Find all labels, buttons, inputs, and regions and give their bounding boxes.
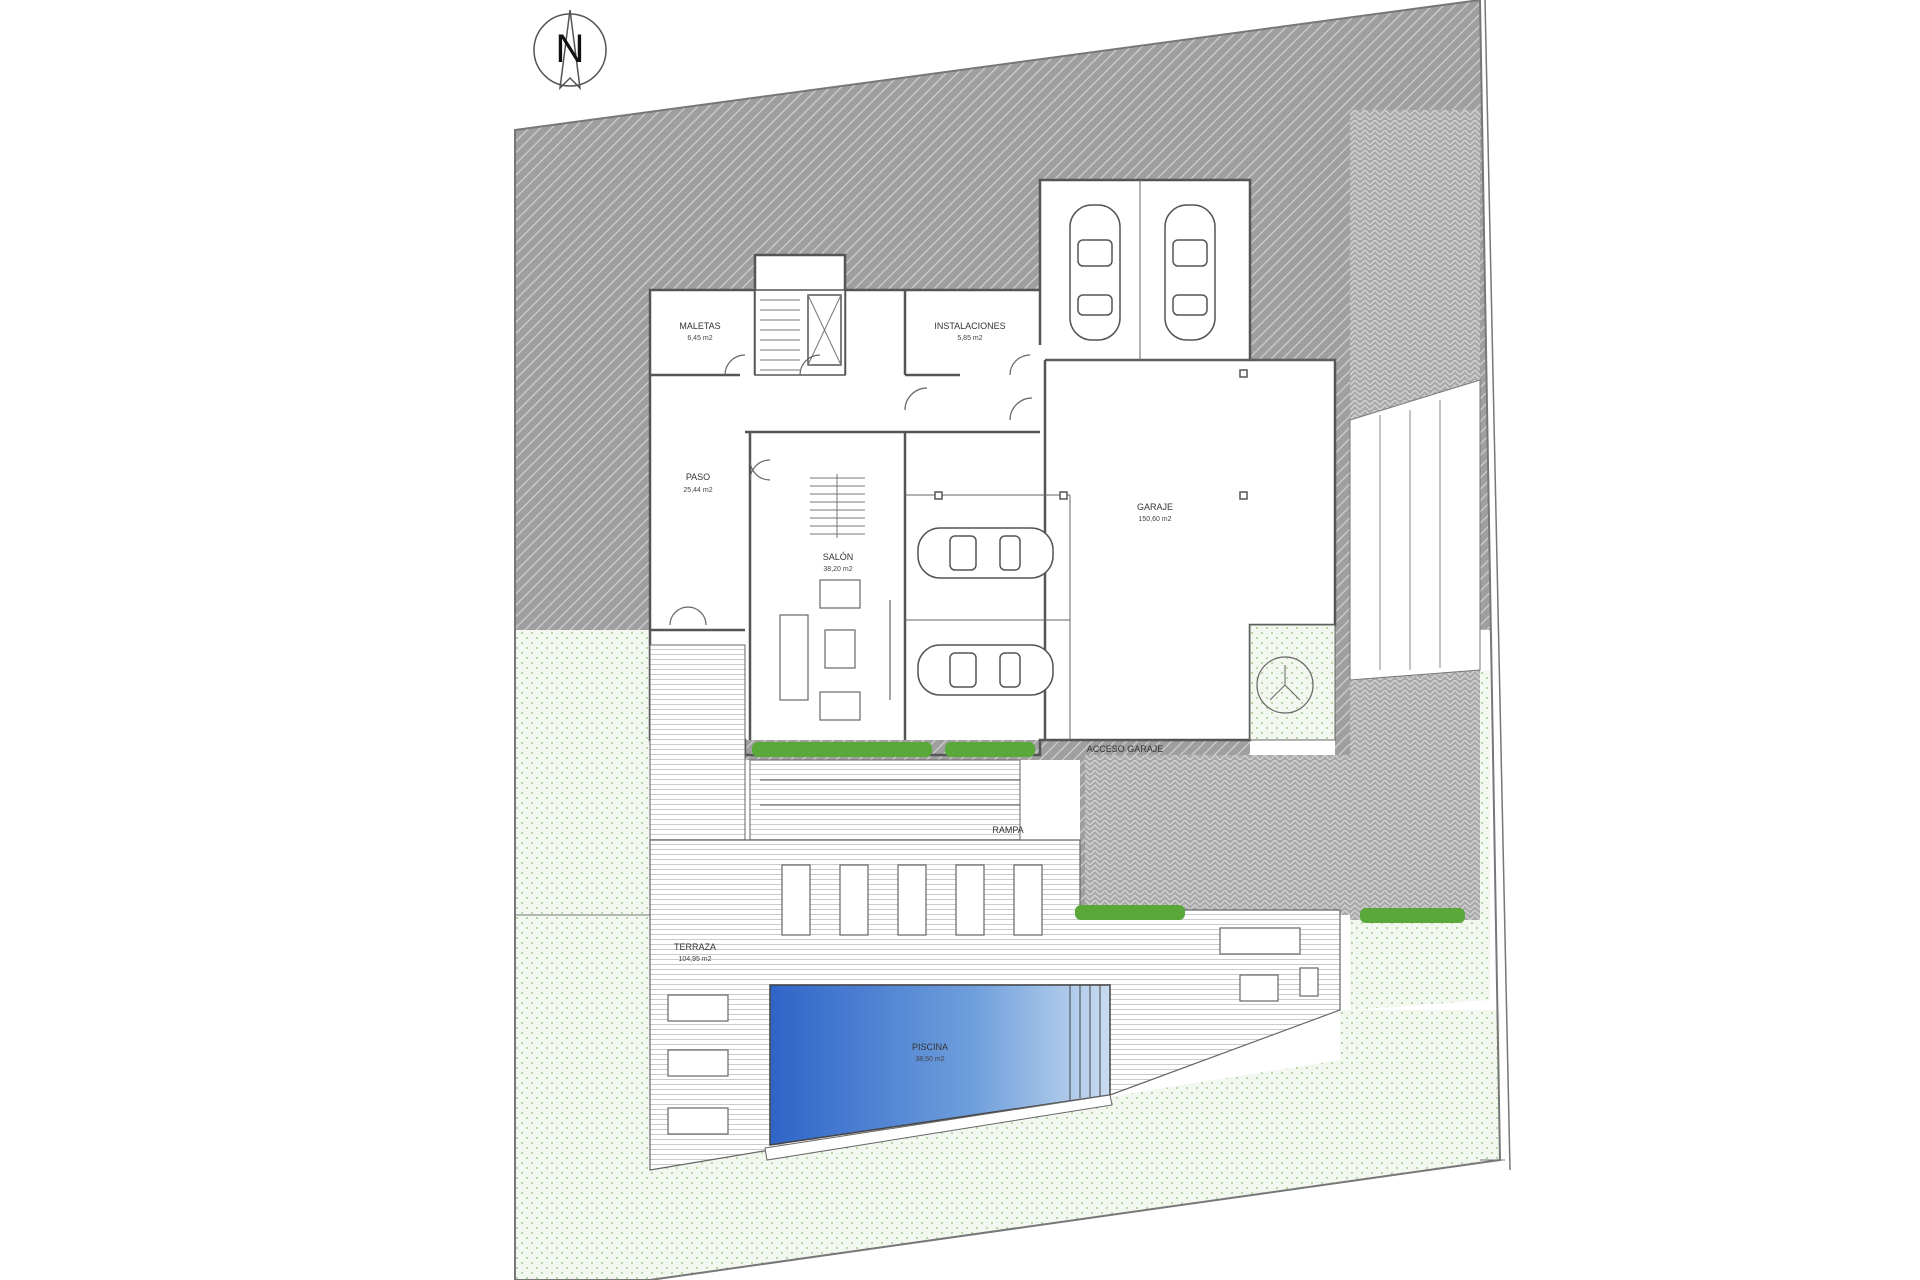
- sunbed-3: [897, 864, 927, 936]
- door-entrance: [669, 606, 707, 626]
- column-4: [934, 491, 943, 500]
- outdoor-table: [1239, 974, 1279, 1002]
- car-icon-1: [1069, 204, 1121, 341]
- doors: [669, 354, 1033, 626]
- compass-arrow-icon: [558, 9, 582, 91]
- door-instalaciones: [1009, 354, 1031, 376]
- outdoor-sofa: [1219, 927, 1301, 955]
- room-labels: MALETAS 6,45 m2 INSTALACIONES 5,85 m2 PA…: [674, 321, 1173, 1063]
- area-maletas: 6,45 m2: [687, 335, 712, 342]
- area-salon: 38,20 m2: [823, 566, 852, 573]
- label-maletas: MALETAS: [679, 321, 720, 331]
- driveway-lower: [1085, 755, 1355, 915]
- compass-letter: N: [556, 27, 585, 71]
- courtyard: [1249, 624, 1336, 741]
- stair-treads: [760, 299, 800, 371]
- lift-shaft-icon: [807, 294, 842, 366]
- area-instalaciones: 5,85 m2: [957, 335, 982, 342]
- door-corridor-2: [1009, 397, 1033, 421]
- label-garaje: GARAJE: [1137, 502, 1173, 512]
- door-maletas: [724, 354, 746, 376]
- pool-steps: [1069, 985, 1101, 1100]
- plot-edge-right: [1484, 0, 1511, 1171]
- lounger-2: [667, 1049, 729, 1077]
- garden-south: [650, 1010, 1500, 1280]
- hedge-1: [752, 742, 932, 757]
- label-salon: SALÓN: [823, 552, 854, 562]
- hedge-3: [1075, 905, 1185, 920]
- garden-west: [515, 630, 650, 1280]
- sofa-left: [779, 614, 809, 701]
- car-icon-4: [917, 644, 1054, 696]
- hedge-4: [1360, 908, 1465, 923]
- plot-border: [514, 0, 1502, 1280]
- sofa-top: [819, 579, 861, 609]
- staircase: [655, 289, 865, 841]
- hedges: [752, 742, 1465, 923]
- car-icon-3: [917, 527, 1054, 579]
- door-stair: [799, 354, 821, 376]
- driveway-upper: [1350, 110, 1480, 420]
- sunbeds: [667, 864, 1319, 1135]
- courtyard-patch: [1249, 624, 1336, 741]
- door-salon: [749, 459, 771, 481]
- area-garaje: 150,60 m2: [1138, 516, 1171, 523]
- sunbed-5: [1013, 864, 1043, 936]
- car-icon-2: [1164, 204, 1216, 341]
- cars: [917, 204, 1216, 696]
- label-terraza: TERRAZA: [674, 942, 716, 952]
- area-paso: 25,44 m2: [683, 487, 712, 494]
- pool-overflow-edge: [764, 1094, 1113, 1161]
- tree-icon: [1256, 656, 1314, 714]
- tree-branch-2: [1284, 684, 1301, 701]
- coffee-table: [824, 629, 856, 669]
- label-piscina: PISCINA: [912, 1042, 948, 1052]
- area-terraza: 104,95 m2: [678, 956, 711, 963]
- salon-stair-treads: [810, 474, 865, 538]
- label-rampa: RAMPA: [992, 825, 1023, 835]
- label-instalaciones: INSTALACIONES: [934, 321, 1005, 331]
- lift-cross-2: [807, 294, 842, 366]
- stair-core: [754, 289, 846, 376]
- driveway: [1085, 110, 1481, 920]
- label-paso: PASO: [686, 472, 710, 482]
- north-compass: N: [533, 9, 607, 91]
- lounger-1: [667, 994, 729, 1022]
- terrace: [649, 644, 1341, 1171]
- sunbed-4: [955, 864, 985, 936]
- sunbed-1: [781, 864, 811, 936]
- ramp-road: [1349, 379, 1481, 681]
- column-1: [1239, 369, 1248, 378]
- column-2: [1239, 491, 1248, 500]
- ramp-deck: [749, 759, 1021, 841]
- salon-furniture: [779, 579, 891, 721]
- tree-branch-1: [1269, 684, 1286, 701]
- driveway-east: [1350, 660, 1480, 920]
- columns: [934, 369, 1248, 500]
- hedge-2: [945, 742, 1035, 757]
- label-acceso-garaje: ACCESO GARAJE: [1087, 744, 1164, 754]
- area-piscina: 38,50 m2: [915, 1056, 944, 1063]
- door-corridor-1: [904, 387, 928, 411]
- outdoor-chair: [1299, 967, 1319, 997]
- column-3: [1059, 491, 1068, 500]
- sunbed-2: [839, 864, 869, 936]
- lounger-3: [667, 1107, 729, 1135]
- armchair-bottom: [819, 691, 861, 721]
